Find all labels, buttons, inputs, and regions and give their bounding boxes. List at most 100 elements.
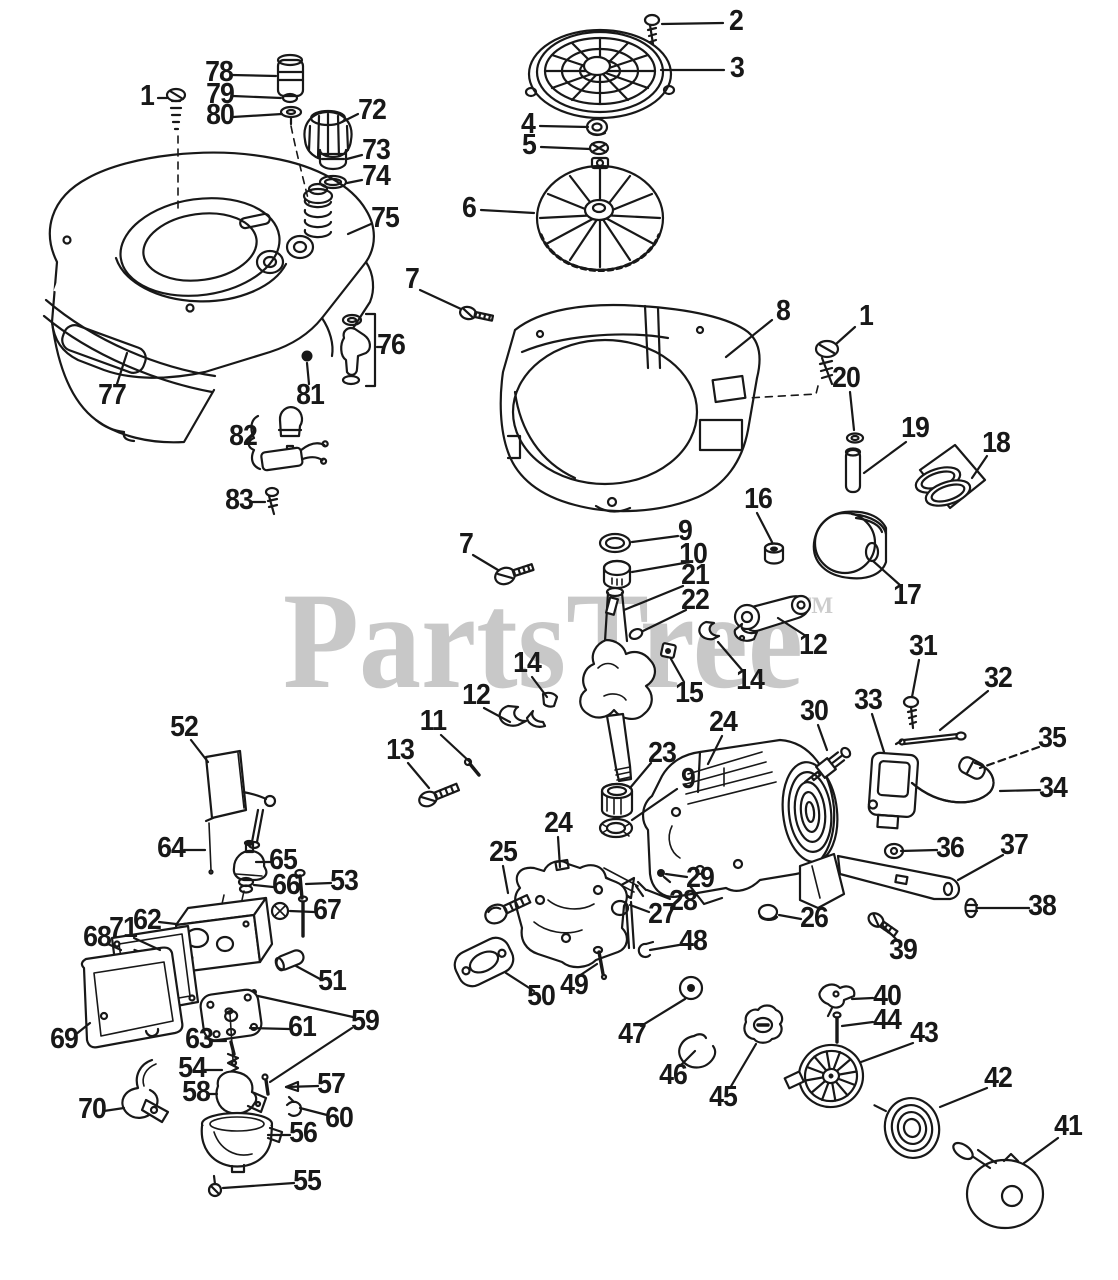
- leader-line-13: [406, 761, 431, 790]
- callout-38-49: 38: [1028, 890, 1057, 923]
- leader-line-48: [648, 943, 681, 952]
- leader-line-5: [539, 145, 592, 151]
- callout-11-36: 11: [419, 705, 447, 738]
- part-plug-boot-35-sketch: [958, 756, 986, 780]
- part-bolt-25-sketch: [484, 894, 532, 925]
- callout-65-70: 65: [269, 844, 298, 877]
- part-rod-clamp-14b-sketch: [698, 620, 721, 641]
- leader-line-55: [221, 1181, 296, 1190]
- part-pin-28-sketch: [634, 880, 648, 898]
- leader-line-59: [256, 994, 355, 1019]
- callout-68-76: 68: [83, 921, 112, 954]
- leader-line-7: [471, 553, 500, 572]
- callout-70-88: 70: [78, 1093, 107, 1126]
- part-needle-64-sketch: [204, 816, 215, 875]
- callout-27-54: 27: [648, 898, 677, 931]
- leader-line-57: [284, 1084, 320, 1089]
- callout-13-35: 13: [386, 734, 415, 767]
- leader-line-27: [628, 903, 651, 914]
- callout-57-84: 57: [317, 1068, 346, 1101]
- part-gasket-61-sketch: [199, 988, 263, 1042]
- callout-42-66: 42: [984, 1062, 1013, 1095]
- part-grommet-38-sketch: [964, 897, 979, 919]
- callout-34-46: 34: [1039, 772, 1068, 805]
- part-float-valve-65-sketch: [232, 839, 268, 882]
- part-piston-pin-19-sketch: [844, 447, 862, 494]
- callout-24-40: 24: [709, 706, 738, 739]
- part-bolt-7b-sketch: [494, 563, 535, 586]
- leader-line-15: [669, 657, 686, 684]
- part-connecting-rod-12-sketch: [733, 594, 812, 642]
- leader-line-22: [641, 608, 688, 633]
- part-needle-49-sketch: [592, 945, 608, 981]
- leader-line-24: [556, 835, 562, 869]
- leader-line-32: [938, 689, 990, 732]
- leader-line-25: [501, 864, 510, 895]
- leader-line-73: [345, 153, 364, 161]
- callout-53-72: 53: [330, 865, 359, 898]
- leader-line-43: [859, 1041, 915, 1064]
- callout-12-37: 12: [462, 679, 491, 712]
- part-gasket-50-sketch: [453, 936, 515, 988]
- callout-39-51: 39: [889, 934, 918, 967]
- leader-line-75: [346, 222, 373, 236]
- callout-54-82: 54: [178, 1052, 207, 1085]
- callout-14-38: 14: [513, 647, 542, 680]
- leader-line-50: [504, 971, 536, 993]
- callout-16-25: 16: [744, 483, 773, 516]
- callout-7-39: 7: [459, 528, 474, 561]
- leader-line-39: [880, 923, 899, 942]
- callout-81-10: 81: [296, 379, 325, 412]
- leader-line-79: [231, 94, 283, 100]
- callout-43-65: 43: [910, 1017, 939, 1050]
- leader-line-9: [630, 534, 680, 544]
- callout-21-28: 21: [681, 559, 710, 592]
- callout-60-85: 60: [325, 1102, 354, 1135]
- part-bolt-13-sketch: [418, 782, 461, 808]
- part-cylinder-24-sketch: [642, 738, 839, 906]
- callout-36-47: 36: [936, 832, 965, 865]
- callout-33-44: 33: [854, 684, 883, 717]
- leader-line-16: [755, 511, 774, 544]
- callout-2-13: 2: [729, 5, 744, 38]
- callout-77-8: 77: [98, 379, 127, 412]
- leader-line-14: [716, 640, 744, 672]
- callout-9-26: 9: [678, 515, 693, 548]
- callout-79-2: 79: [206, 78, 235, 111]
- part-knob-72-74-sketch: [303, 109, 353, 190]
- part-roller-51-sketch: [274, 949, 305, 972]
- leader-line-77: [115, 351, 129, 386]
- callout-52-68: 52: [170, 711, 199, 744]
- leader-line-59: [268, 1026, 354, 1084]
- callout-32-43: 32: [984, 662, 1013, 695]
- callout-74-6: 74: [362, 160, 391, 193]
- leader-line-80: [231, 112, 284, 119]
- leader-line-1: [834, 325, 857, 346]
- leader-line-9: [630, 787, 679, 822]
- leader-line-2: [660, 21, 725, 26]
- part-pawl-40-sketch: [818, 983, 856, 1018]
- part-screw-29-sketch: [657, 869, 672, 884]
- leader-line-69: [73, 1021, 92, 1037]
- leader-arrowhead-57: [284, 1080, 300, 1093]
- leader-line-8: [724, 318, 774, 359]
- part-carburetor-24-sketch: [514, 858, 630, 969]
- part-nut-36-sketch: [883, 842, 905, 860]
- leader-line-66: [252, 883, 275, 889]
- callout-26-50: 26: [800, 902, 829, 935]
- leader-line-36: [899, 848, 939, 853]
- callout-10-27: 10: [679, 538, 708, 571]
- part-bearing-sleeve-23-sketch: [600, 782, 634, 819]
- callout-46-61: 46: [659, 1059, 688, 1092]
- part-bushing-16-sketch: [763, 542, 785, 565]
- leader-line-34: [998, 788, 1042, 793]
- part-carb-body-62-sketch: [174, 890, 274, 974]
- part-bracket-37-sketch: [798, 852, 961, 910]
- callout-49-59: 49: [560, 969, 589, 1002]
- callout-20-21: 20: [832, 362, 861, 395]
- callout-17-24: 17: [893, 579, 922, 612]
- part-rewind-spring-42-sketch: [873, 1097, 941, 1159]
- leader-line-42: [938, 1086, 989, 1109]
- leader-line-62: [157, 920, 178, 926]
